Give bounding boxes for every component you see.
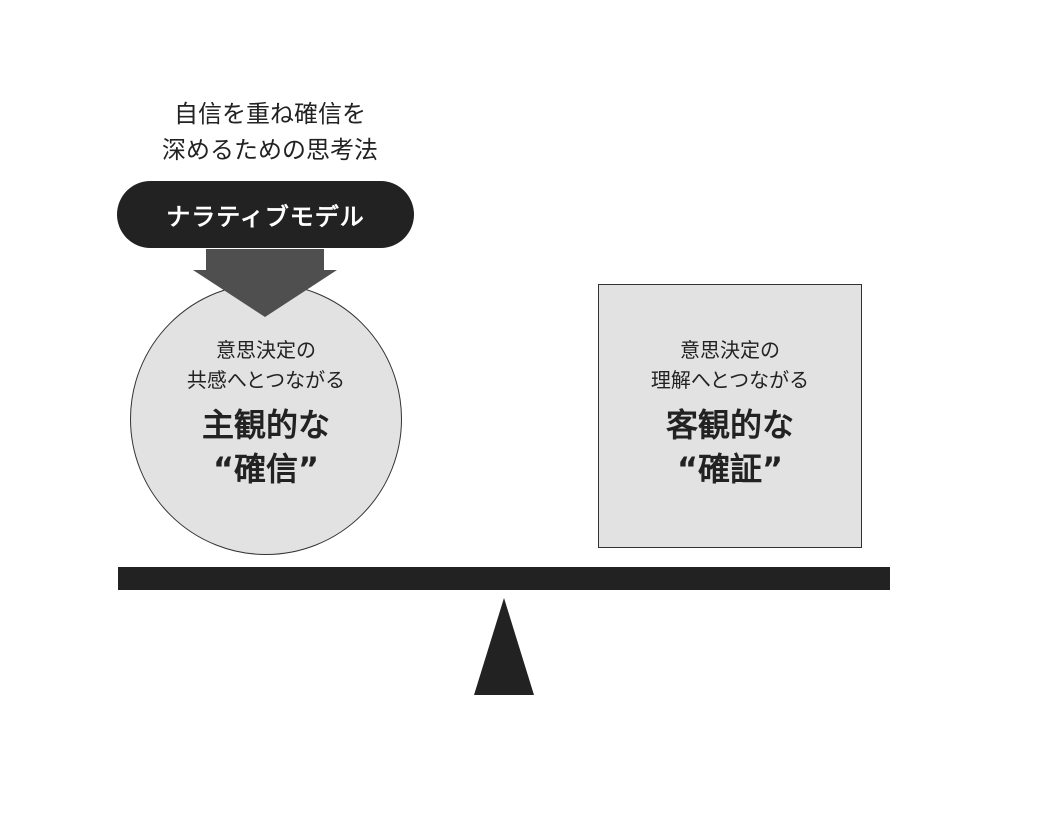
objective-sub-line-1: 意思決定の [680,338,780,362]
subjective-main-line-2: “確信” [212,450,320,488]
down-arrow-icon [193,249,337,317]
objective-main-line-2: “確証” [676,450,784,488]
heading-line-1: 自信を重ね確信を [174,100,366,128]
balance-beam [118,567,890,590]
pill-label: ナラティブモデル [166,203,365,231]
subjective-sub-line-1: 意思決定の [216,338,316,362]
narrative-model-pill: ナラティブモデル [117,181,414,248]
objective-square [598,284,862,548]
subjective-circle [130,283,402,555]
diagram-heading: 自信を重ね確信を 深めるための思考法 [110,96,430,168]
objective-main: 客観的な “確証” [598,403,862,491]
objective-sub-line-2: 理解へとつながる [650,368,810,392]
subjective-text: 意思決定の 共感へとつながる 主観的な “確信” [130,335,402,491]
objective-main-line-1: 客観的な [665,406,794,444]
subjective-main-line-1: 主観的な [201,406,330,444]
subjective-main: 主観的な “確信” [130,403,402,491]
subjective-sub-line-2: 共感へとつながる [186,368,346,392]
objective-text: 意思決定の 理解へとつながる 客観的な “確証” [598,335,862,491]
heading-line-2: 深めるための思考法 [162,136,378,164]
fulcrum-triangle-icon [474,598,534,695]
